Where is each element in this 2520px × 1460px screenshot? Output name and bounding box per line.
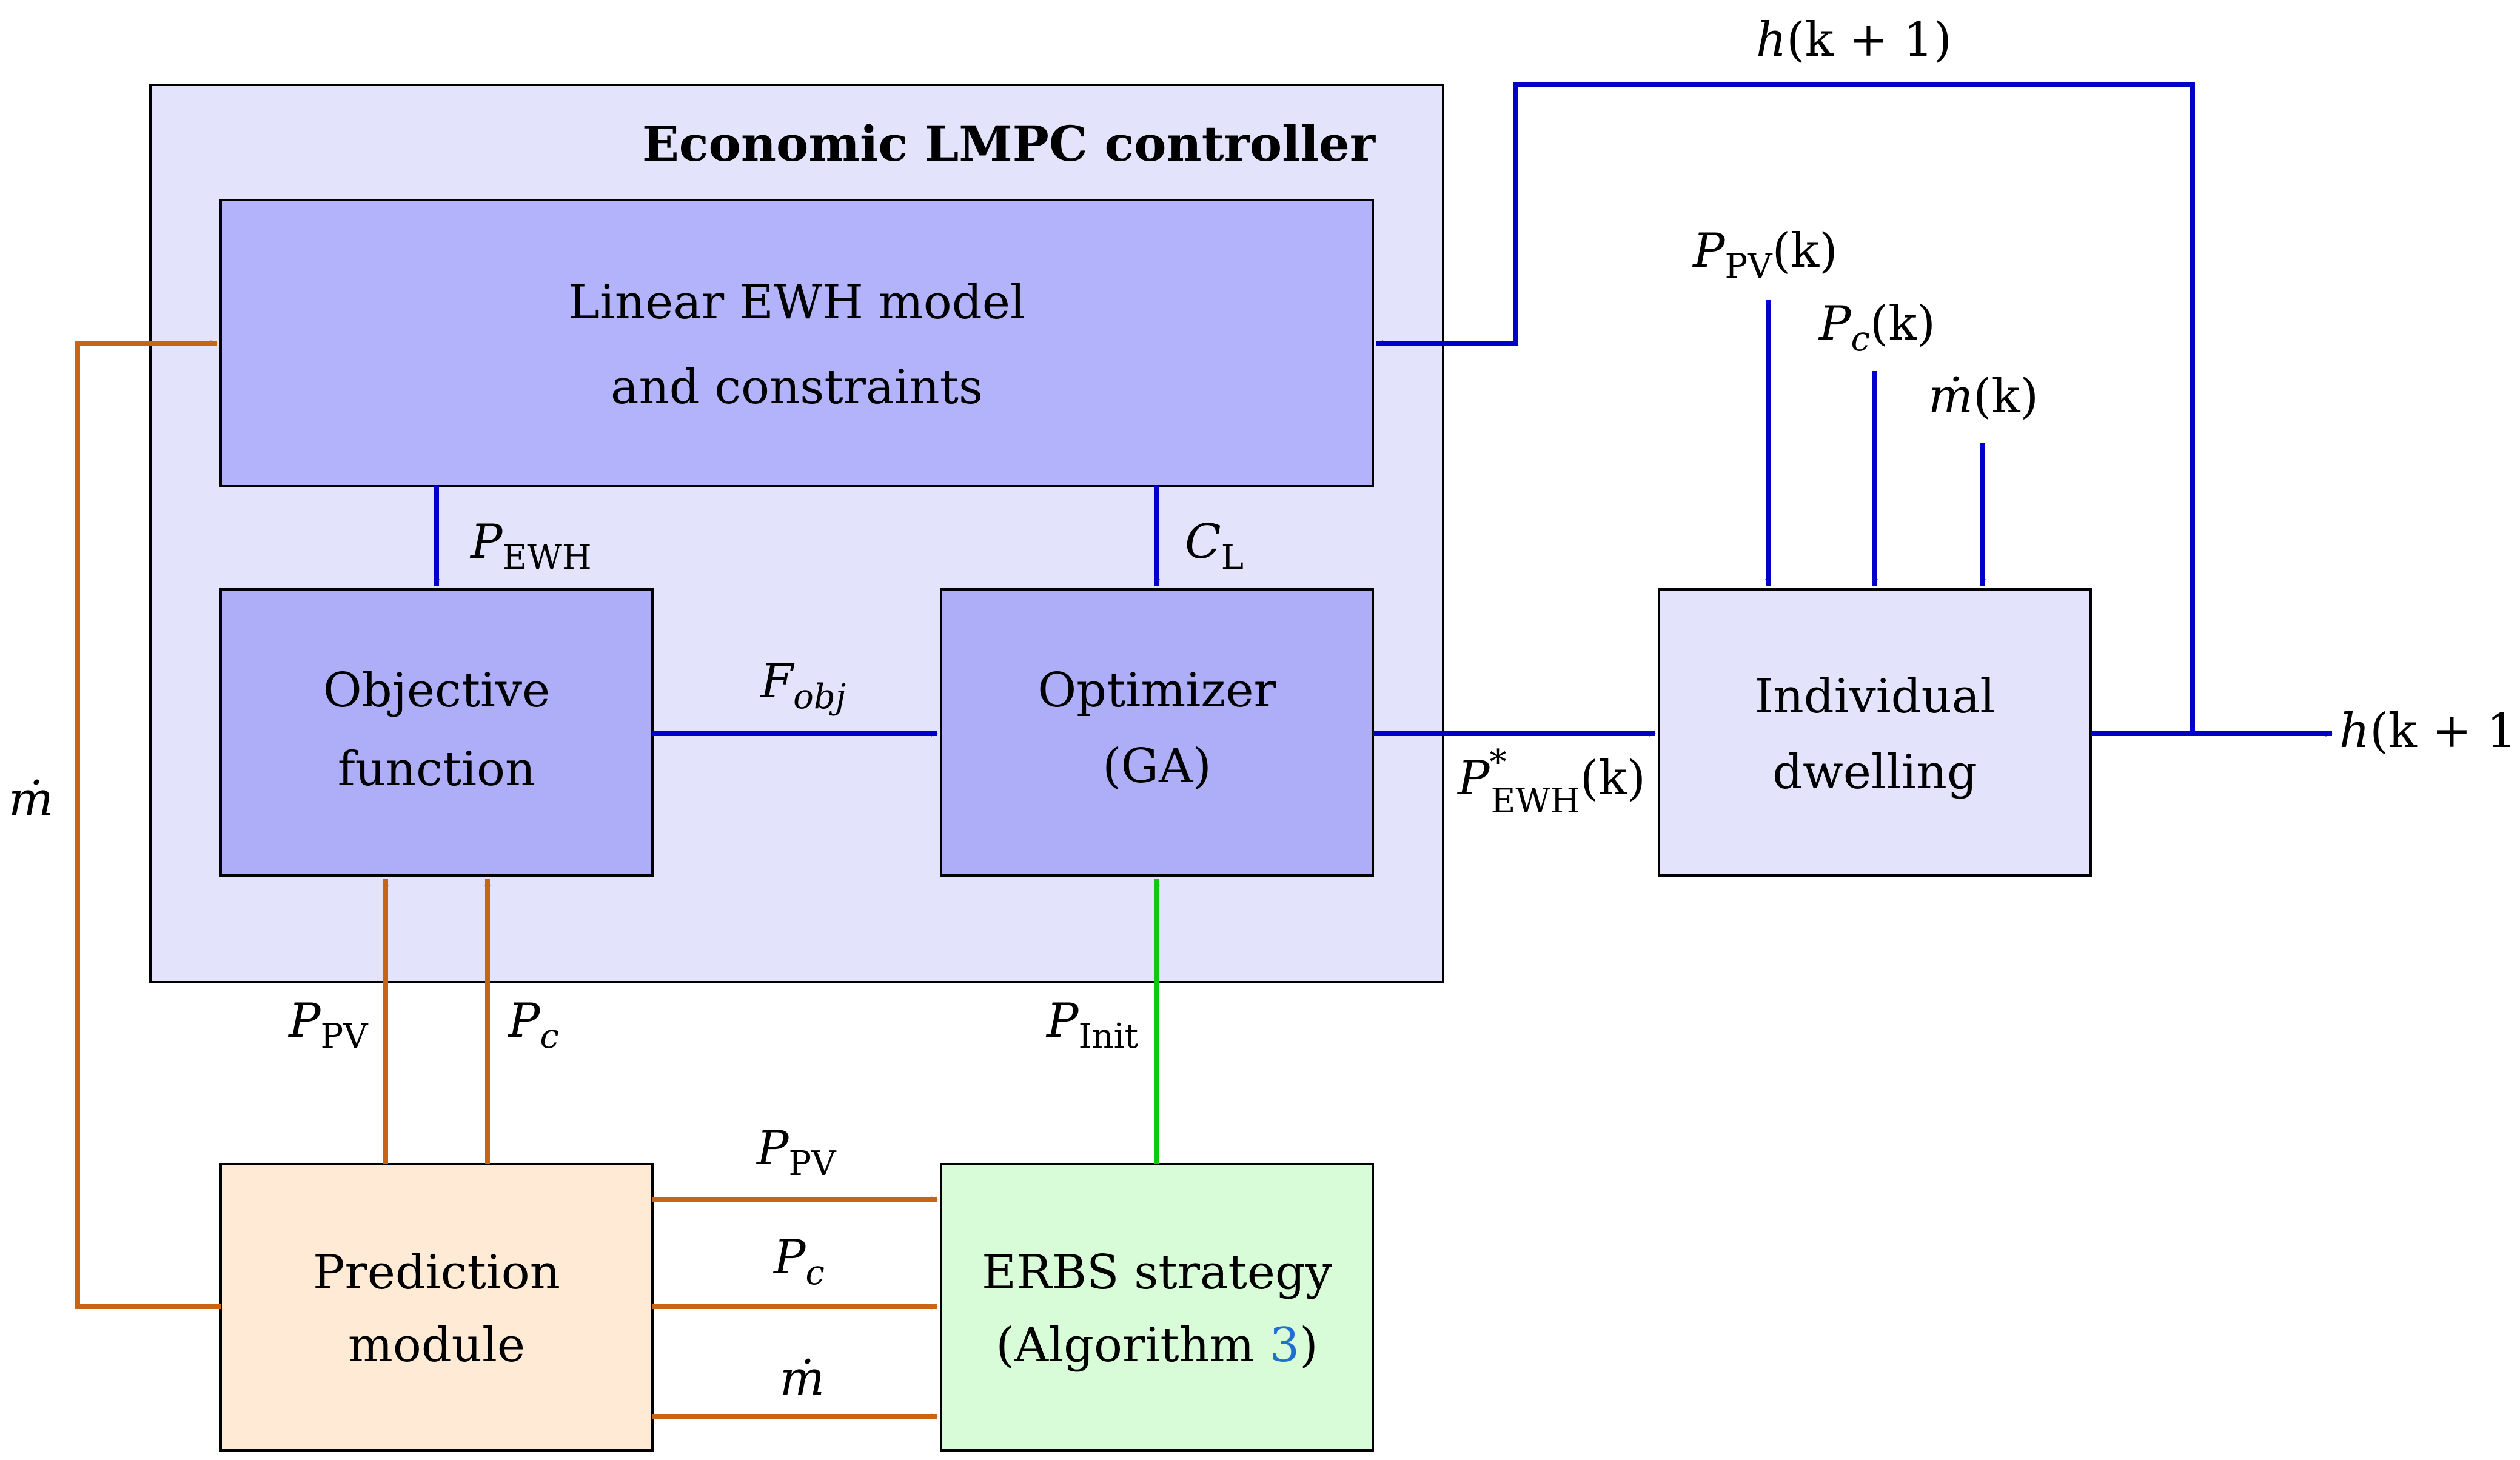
- erbs-box-line1: ERBS strategy: [982, 1245, 1332, 1300]
- controller-title: Economic LMPC controller: [642, 115, 1376, 172]
- dwelling-box-line2: dwelling: [1772, 745, 1977, 800]
- label-p-ewh: PEWH: [469, 515, 592, 577]
- optimizer-box-line1: Optimizer: [1037, 663, 1276, 718]
- algorithm-reference-link[interactable]: 3: [1270, 1318, 1300, 1373]
- model-box-line2: and constraints: [611, 360, 983, 415]
- label-pc-to-erbs: Pc: [772, 1230, 825, 1293]
- arrow-feedback-to-model: [1376, 82, 2195, 734]
- label-h-k1-output: h(k + 1): [2339, 704, 2520, 758]
- label-ppv-to-objective: PPV: [287, 994, 369, 1056]
- erbs-line2-prefix: (Algorithm: [996, 1318, 1269, 1373]
- objective-box-line1: Objective: [323, 663, 550, 718]
- model-box-line1: Linear EWH model: [568, 275, 1025, 330]
- erbs-box: [940, 1163, 1374, 1452]
- objective-box: [219, 588, 654, 877]
- erbs-box-line2: (Algorithm 3): [996, 1318, 1318, 1373]
- label-mdot-k: ṁ(k): [1928, 369, 2039, 424]
- arrow-prediction-mdot-to-model: [75, 340, 221, 1309]
- prediction-box-line2: module: [348, 1318, 525, 1373]
- label-f-obj: Fobj: [759, 654, 846, 717]
- erbs-line2-suffix: ): [1299, 1318, 1318, 1373]
- objective-box-line2: function: [338, 742, 536, 797]
- dwelling-box: [1658, 588, 2092, 877]
- optimizer-box-line2: (GA): [1102, 739, 1211, 794]
- dwelling-box-line1: Individual: [1755, 669, 1996, 724]
- label-c-l: CL: [1185, 515, 1244, 577]
- label-p-init: PInit: [1045, 994, 1139, 1056]
- prediction-box-line1: Prediction: [313, 1245, 560, 1300]
- label-h-k1-top: h(k + 1): [1756, 13, 1952, 67]
- prediction-box: [219, 1163, 654, 1452]
- label-pc-to-objective: Pc: [507, 994, 559, 1056]
- label-mdot-to-erbs: ṁ: [780, 1351, 825, 1406]
- label-mdot-left: ṁ: [8, 772, 53, 827]
- label-pc-k: Pc(k): [1818, 296, 1935, 359]
- label-p-star-ewh-k: P*EWH(k): [1456, 743, 1646, 821]
- label-ppv-to-erbs: PPV: [756, 1121, 837, 1184]
- model-box: [219, 199, 1374, 487]
- optimizer-box: [940, 588, 1374, 877]
- label-ppv-k: PPV(k): [1692, 224, 1838, 286]
